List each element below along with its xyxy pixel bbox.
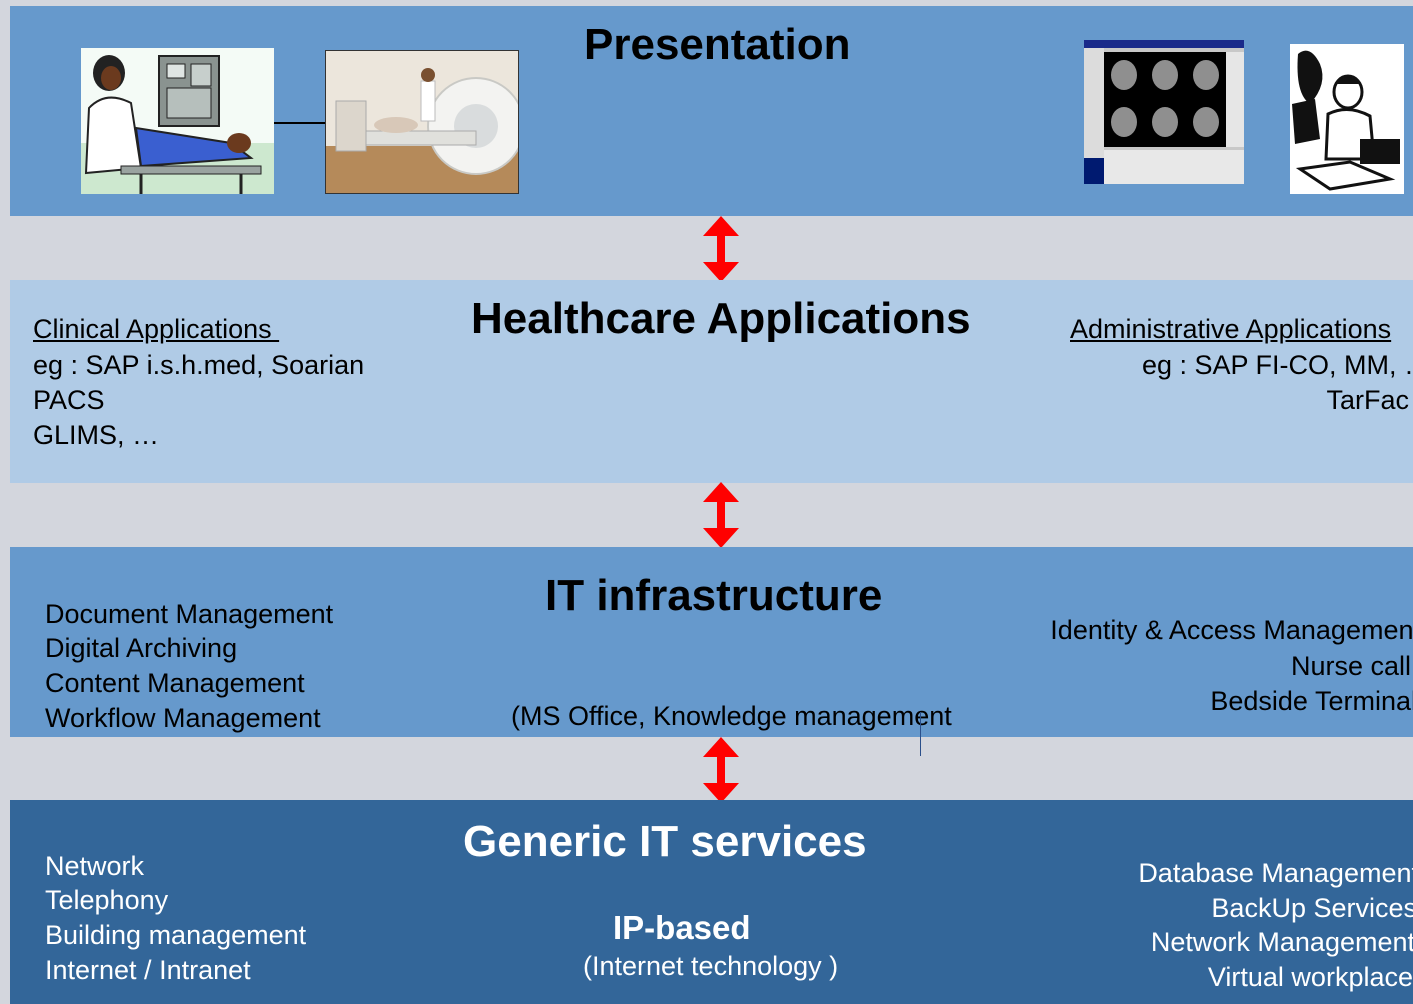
generic-left-line-3: Building management <box>45 920 307 950</box>
generic-left-line-4: Internet / Intranet <box>45 955 251 985</box>
generic-center-note: (Internet technology ) <box>583 951 839 981</box>
presentation-title: Presentation <box>584 20 851 69</box>
generic-right-line-4: Virtual workplace <box>1207 962 1413 992</box>
generic-left-line-1: Network <box>45 851 145 881</box>
it-infrastructure-title: IT infrastructure <box>545 571 883 620</box>
generic-right-line-2: BackUp Services <box>1211 893 1413 923</box>
generic-left-line-2: Telephony <box>45 885 169 915</box>
mri-scanner-photo <box>325 50 519 194</box>
ip-based-label: IP-based <box>613 909 751 946</box>
admin-line-2: TarFac <box>1326 385 1409 415</box>
infra-right-line-2: Nurse call <box>1290 651 1411 681</box>
generic-right-line-1: Database Management <box>1138 858 1413 888</box>
healthcare-applications-band <box>10 280 1413 483</box>
double-arrow-icon <box>703 482 739 548</box>
radiology-viewer-screenshot <box>1084 40 1244 184</box>
infra-center-note: (MS Office, Knowledge management <box>511 701 952 731</box>
infra-left-line-1: Document Management <box>45 599 334 629</box>
infra-left-line-3: Content Management <box>45 668 305 698</box>
double-arrow-icon <box>703 216 739 282</box>
generic-it-services-band <box>10 800 1413 1004</box>
cursor-line <box>920 712 921 756</box>
generic-it-services-title: Generic IT services <box>463 817 867 866</box>
clinical-line-1: eg : SAP i.s.h.med, Soarian <box>33 350 365 380</box>
clinical-line-3: GLIMS, … <box>33 420 160 450</box>
connector-line <box>274 122 326 124</box>
administrative-applications-heading: Administrative Applications <box>1070 314 1392 344</box>
generic-right-line-3: Network Management <box>1150 927 1413 957</box>
clinical-line-2: PACS <box>33 385 105 415</box>
it-infrastructure-band <box>10 547 1413 737</box>
clinical-applications-heading: Clinical Applications <box>33 314 280 344</box>
infra-right-line-1: Identity & Access Management <box>1050 615 1413 645</box>
infra-left-line-4: Workflow Management <box>45 703 321 733</box>
user-at-laptop-clipart <box>1290 44 1404 194</box>
admin-line-1: eg : SAP FI-CO, MM, … <box>1141 350 1413 380</box>
infra-right-line-3: Bedside Terminal <box>1210 686 1413 716</box>
infra-left-line-2: Digital Archiving <box>45 633 238 663</box>
double-arrow-icon <box>703 737 739 803</box>
healthcare-applications-title: Healthcare Applications <box>471 294 971 343</box>
ultrasound-clipart <box>81 48 274 194</box>
